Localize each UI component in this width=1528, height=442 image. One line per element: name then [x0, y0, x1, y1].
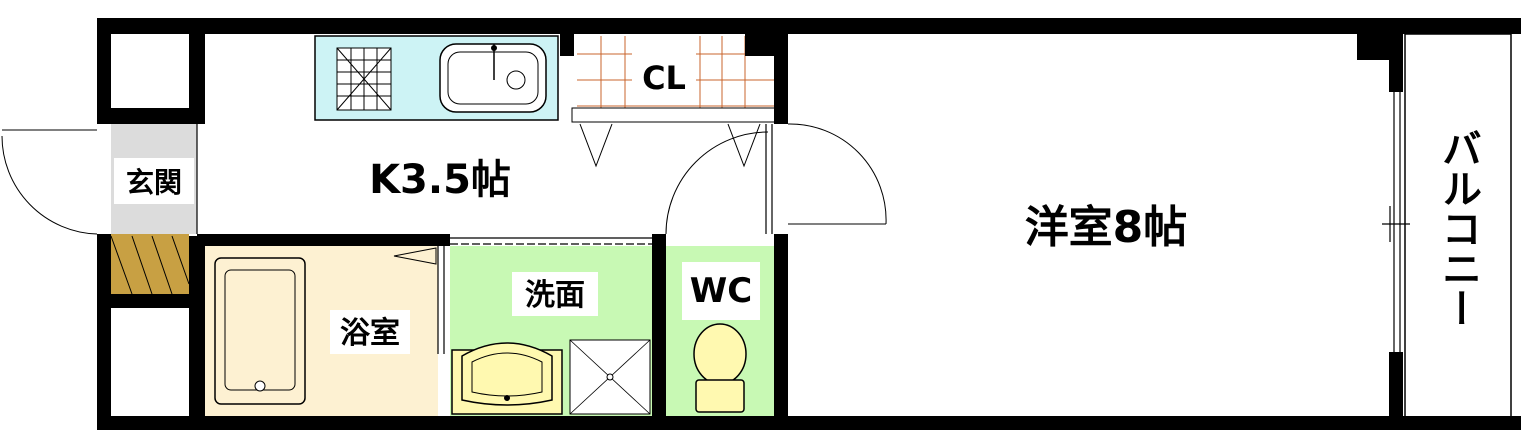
entrance-label-bg — [114, 158, 194, 204]
toilet-label: WC — [690, 271, 752, 311]
door-swings — [1, 123, 887, 265]
toilet-icon — [693, 323, 747, 413]
closet-label-bg — [632, 52, 696, 100]
walls — [97, 18, 1521, 430]
closet-frame — [571, 107, 776, 123]
sink-icon — [439, 43, 547, 113]
shoe-box — [111, 234, 189, 294]
door-and-partition-lines — [196, 92, 1410, 354]
balcony — [1404, 33, 1512, 419]
wash-basin-icon — [451, 342, 563, 415]
kitchen-label: K3.5帖 — [369, 157, 511, 203]
stove-icon — [336, 47, 392, 111]
washroom-label-bg — [512, 272, 598, 316]
entrance-label: 玄関 — [126, 166, 182, 199]
bathtub-icon — [214, 257, 306, 405]
closet-label: CL — [642, 59, 686, 97]
shoe-box-hatch — [110, 235, 190, 295]
washing-machine-pan-icon — [569, 339, 651, 415]
balcony-label: バルコニー — [1435, 128, 1481, 328]
bathroom-label-bg — [330, 310, 410, 354]
toilet-label-bg — [682, 262, 760, 320]
washroom-label: 洗面 — [525, 278, 585, 313]
western-room-label: 洋室8帖 — [1025, 202, 1188, 253]
bathroom-label: 浴室 — [340, 316, 400, 351]
